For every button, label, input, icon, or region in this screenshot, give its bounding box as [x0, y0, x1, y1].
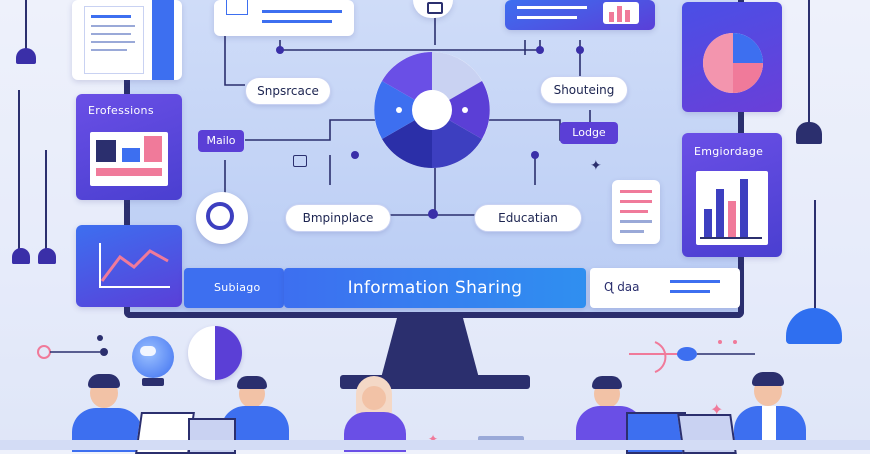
target-icon — [196, 192, 248, 244]
document-card-right — [612, 180, 660, 244]
column-chart-icon — [696, 171, 768, 245]
flow-diagram — [224, 0, 600, 219]
central-ring — [374, 52, 490, 168]
hanging-lamp-right-large — [770, 200, 860, 360]
professions-card[interactable]: Erofessions — [76, 94, 182, 200]
pie-chart-icon — [703, 33, 763, 93]
tag-mailo[interactable]: Mailo — [198, 130, 244, 152]
desk-surface — [0, 440, 870, 450]
sparkle-icon-center: ✦ — [428, 432, 439, 446]
information-sharing-banner[interactable]: Information Sharing — [284, 268, 586, 308]
hanging-lamp-right — [790, 0, 830, 160]
person-left — [68, 372, 148, 452]
banner-title: Information Sharing — [347, 278, 523, 298]
tag-lodge[interactable]: Lodge — [560, 122, 618, 144]
hanging-lamp-left — [8, 0, 48, 80]
salaries-tab[interactable]: Subiago — [184, 268, 284, 308]
pie-chart-card[interactable] — [682, 2, 782, 112]
top-card-center-icon — [413, 0, 453, 18]
connector-doodle-left — [37, 335, 108, 359]
connector-doodle-right — [629, 340, 755, 373]
bar-chart-icon — [90, 132, 168, 186]
globe-icon — [132, 336, 174, 378]
trend-line-icon — [99, 243, 170, 288]
trend-card[interactable] — [76, 225, 182, 307]
half-pie-icon — [188, 326, 242, 380]
person-right — [724, 372, 814, 450]
chat-icon — [293, 155, 307, 167]
salaries-title: Subiago — [214, 281, 261, 294]
top-card-right — [505, 0, 655, 30]
node-employee[interactable]: Bmpinplace — [285, 204, 391, 232]
data-tab[interactable]: Ɋ daa — [590, 268, 740, 308]
sparkle-icon: ✦ — [590, 158, 602, 174]
node-experience[interactable]: Snpsrcace — [245, 77, 331, 105]
node-education[interactable]: Educatian — [474, 204, 582, 232]
monitor-stand — [380, 318, 480, 380]
document-card-left — [72, 0, 182, 80]
person-center — [340, 376, 410, 452]
data-title: Ɋ daa — [604, 280, 640, 294]
knowledge-title: Emgiordage — [694, 145, 764, 158]
hanging-lamps-left-pair — [10, 90, 60, 280]
globe-stand — [142, 378, 164, 386]
knowledge-card[interactable]: Emgiordage — [682, 133, 782, 257]
node-sharing[interactable]: Shouteing — [540, 76, 628, 104]
professions-title: Erofessions — [88, 104, 154, 117]
top-card-left — [214, 0, 354, 36]
